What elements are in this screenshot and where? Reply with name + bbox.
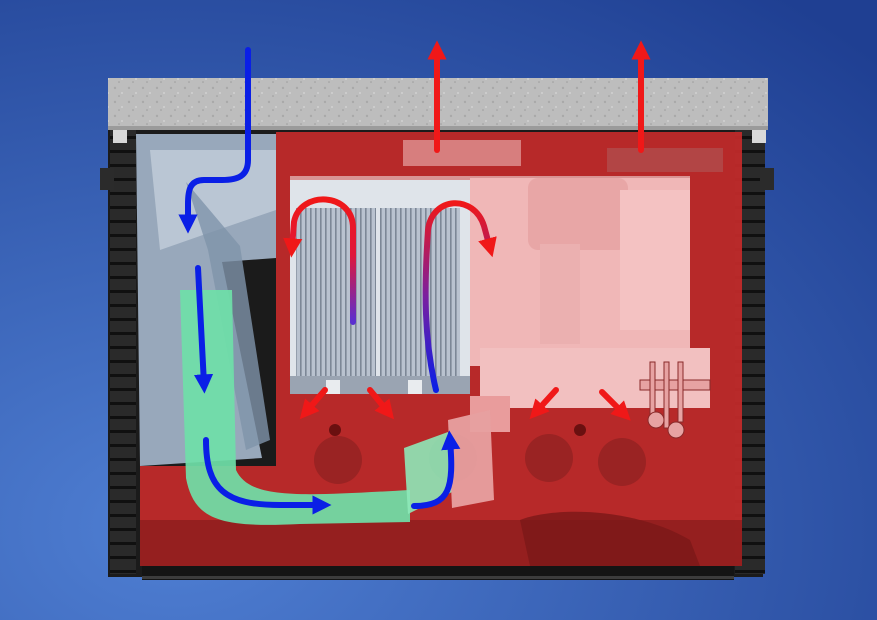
hot-air-arrow bbox=[529, 387, 559, 420]
cold-air-arrow bbox=[203, 437, 332, 515]
hot-air-arrow bbox=[599, 389, 631, 421]
hot-air-arrows bbox=[283, 40, 651, 421]
terminal-lugs bbox=[639, 361, 711, 439]
cold-air-arrow bbox=[178, 47, 251, 234]
base-rail-detail bbox=[142, 576, 734, 579]
cold-to-hot-air-arrow bbox=[422, 200, 497, 393]
hot-air-arrow bbox=[367, 387, 395, 420]
hot-air-arrow bbox=[299, 387, 328, 420]
heatsink bbox=[290, 180, 470, 394]
hot-air-arrow bbox=[283, 196, 356, 325]
electronics-module bbox=[470, 178, 710, 432]
cold-air-arrow bbox=[193, 265, 214, 394]
cold-air-arrow bbox=[411, 430, 461, 509]
cold-air-arrows bbox=[178, 47, 497, 515]
